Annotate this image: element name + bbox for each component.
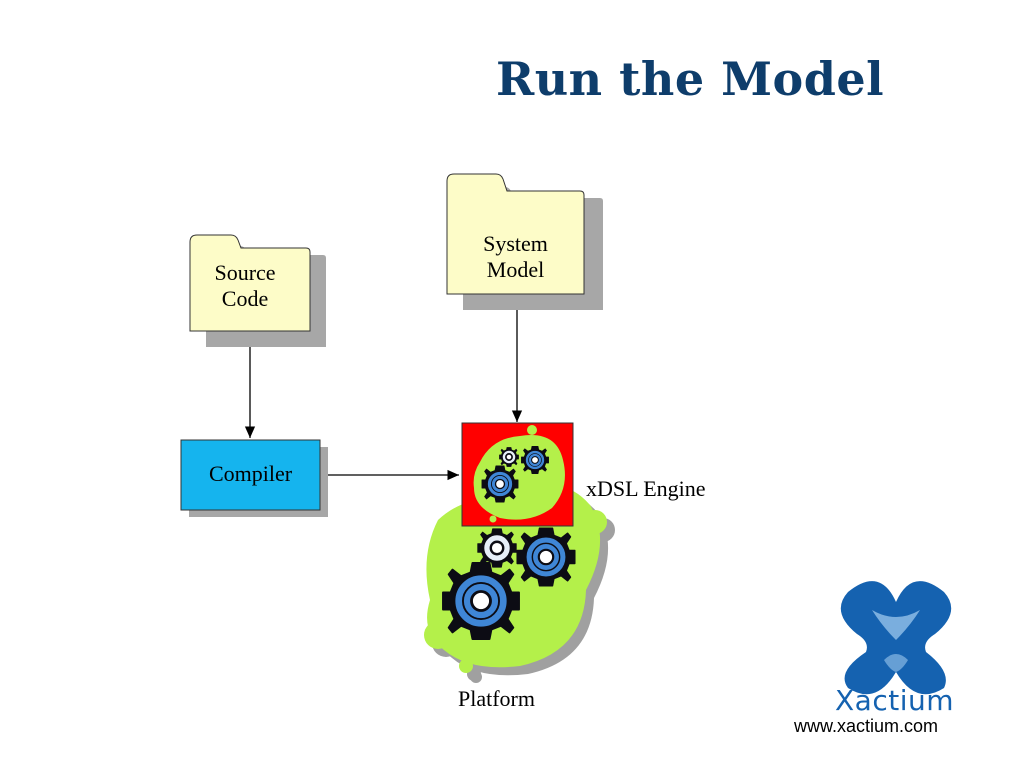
source-code-folder-icon <box>189 234 326 347</box>
compiler-box <box>180 439 328 517</box>
compiler-label: Compiler <box>208 461 293 486</box>
source-code-label: Source Code <box>190 260 300 312</box>
system-model-folder-icon <box>446 173 603 310</box>
source-code-label-line1: Source <box>214 260 276 285</box>
platform-gears-icon <box>424 486 615 683</box>
source-code-label-line2: Code <box>221 286 269 311</box>
platform-label: Platform <box>458 686 535 711</box>
xactium-logo-icon <box>840 581 952 695</box>
system-model-label-line1: System <box>483 231 548 256</box>
system-model-label: System Model <box>447 231 584 283</box>
footer-url: www.xactium.com <box>794 716 939 736</box>
xdsl-engine-label: xDSL Engine <box>586 476 706 501</box>
brand-name: Xactium <box>835 684 955 717</box>
system-model-label-line2: Model <box>486 257 545 282</box>
slide-title: Run the Model <box>496 52 885 106</box>
xdsl-engine-gears-icon <box>461 422 574 527</box>
